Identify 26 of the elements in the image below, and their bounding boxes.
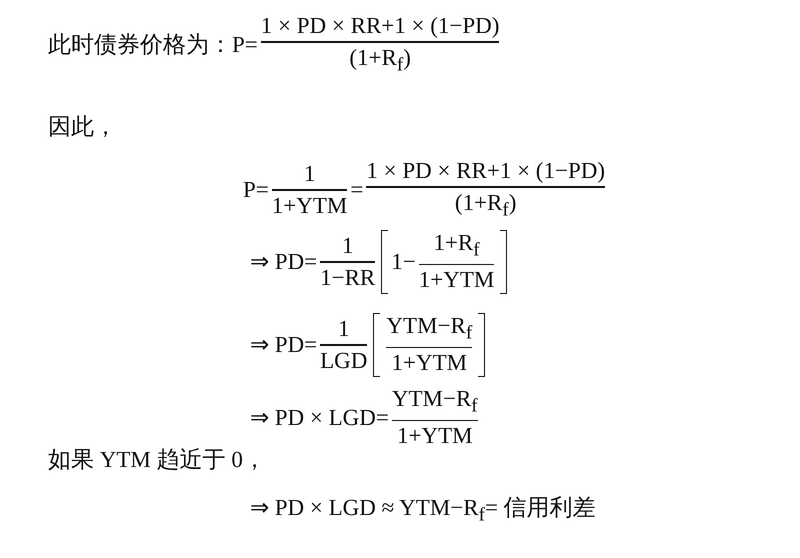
formula-text: 1 (304, 160, 316, 188)
formula-text: (1+R$_{f}$) (349, 44, 411, 77)
formula-text: (1+R$_{f}$) (454, 190, 516, 222)
formula-text: 1 (342, 232, 354, 260)
formula-text: 1 × PD × RR+1 × (1−PD) (260, 13, 500, 40)
formula-text: 1+R$_{f}$ (433, 230, 480, 262)
formula-text: YTM−R$_{f}$ (392, 386, 478, 418)
formula-text: 此时债券价格为：P= (48, 32, 258, 58)
formula-text: 1+YTM (396, 423, 473, 450)
formula-text: 1+YTM (272, 192, 348, 219)
formula-text: ⇒ PD= (250, 332, 318, 358)
formula-text: ⇒ PD × LGD ≈ YTM−R$_{f}$= 信用利差 (250, 495, 596, 527)
formula-text: = (350, 176, 364, 203)
formula-text: 如果 YTM 趋近于 0， (48, 447, 266, 474)
formula-text: LGD (320, 348, 368, 374)
formula-text: P= (243, 176, 269, 203)
formula-text: 1+YTM (418, 267, 494, 294)
formula-text: 1− (391, 248, 416, 275)
formula-text: ⇒ PD × LGD= (250, 404, 389, 431)
formula-text: 1−RR (320, 264, 376, 291)
formula-text: 因此， (48, 114, 117, 140)
formula-text: 1 × PD × RR+1 × (1−PD) (366, 158, 606, 184)
formula-text: 1+YTM (392, 350, 468, 377)
formula-text: 1 (338, 316, 350, 342)
formula-text: YTM−R$_{f}$ (386, 313, 472, 345)
formula-text: ⇒ PD= (250, 248, 318, 275)
